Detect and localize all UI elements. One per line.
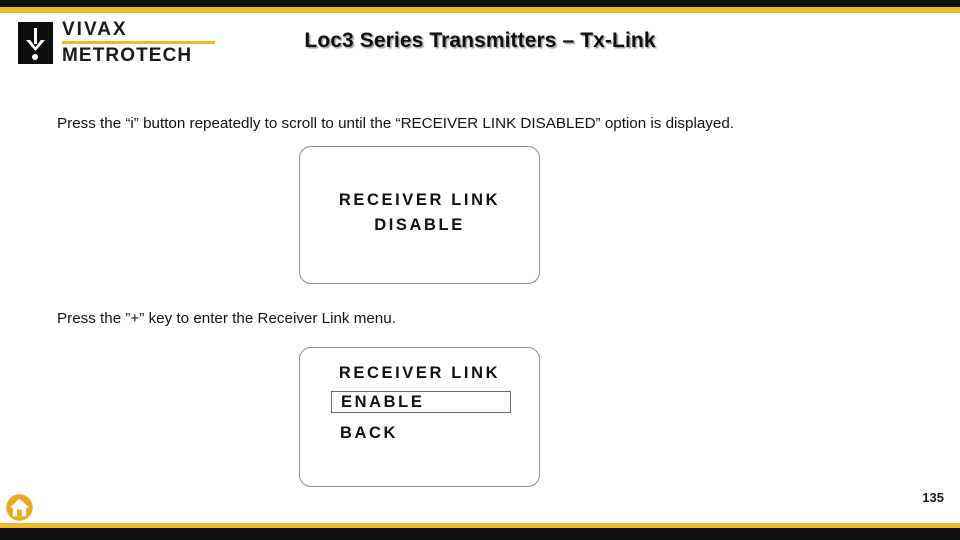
logo-gold-rule xyxy=(62,41,215,44)
instruction-paragraph-1: Press the “i” button repeatedly to scrol… xyxy=(57,115,734,132)
arrow-head xyxy=(26,39,45,51)
instruction-paragraph-2: Press the ”+” key to enter the Receiver … xyxy=(57,310,396,327)
lcd1-line-2: DISABLE xyxy=(374,216,465,234)
arrow-dot xyxy=(32,53,38,60)
top-dark-bar xyxy=(0,0,960,7)
logo-text-vivax: VIVAX xyxy=(62,19,128,40)
home-icon[interactable] xyxy=(5,493,34,522)
top-gold-bar xyxy=(0,7,960,13)
lcd2-title: RECEIVER LINK xyxy=(338,364,501,382)
lcd2-selected-option-box[interactable]: ENABLE xyxy=(331,391,511,413)
lcd2-option-enable: ENABLE xyxy=(341,393,425,411)
arrow-stem xyxy=(34,27,37,44)
bottom-dark-bar xyxy=(0,528,960,540)
slide-header: VIVAX METROTECH Loc3 Series Transmitters… xyxy=(0,13,960,68)
page-number: 135 xyxy=(922,490,944,505)
lcd-screen-receiver-link-menu: RECEIVER LINK ENABLE BACK xyxy=(299,347,540,487)
page-title: Loc3 Series Transmitters – Tx-Link xyxy=(304,29,656,52)
lcd1-line-1: RECEIVER LINK xyxy=(338,191,501,209)
lcd2-option-back[interactable]: BACK xyxy=(340,424,399,442)
down-arrow-in-square-icon xyxy=(18,21,53,64)
vivax-metrotech-logo: VIVAX METROTECH xyxy=(18,20,215,65)
bottom-gold-bar xyxy=(0,523,960,528)
logo-text-metrotech: METROTECH xyxy=(62,45,193,66)
lcd-screen-receiver-link-disable: RECEIVER LINK DISABLE xyxy=(299,146,540,284)
logo-wordmark: VIVAX METROTECH xyxy=(62,20,215,65)
